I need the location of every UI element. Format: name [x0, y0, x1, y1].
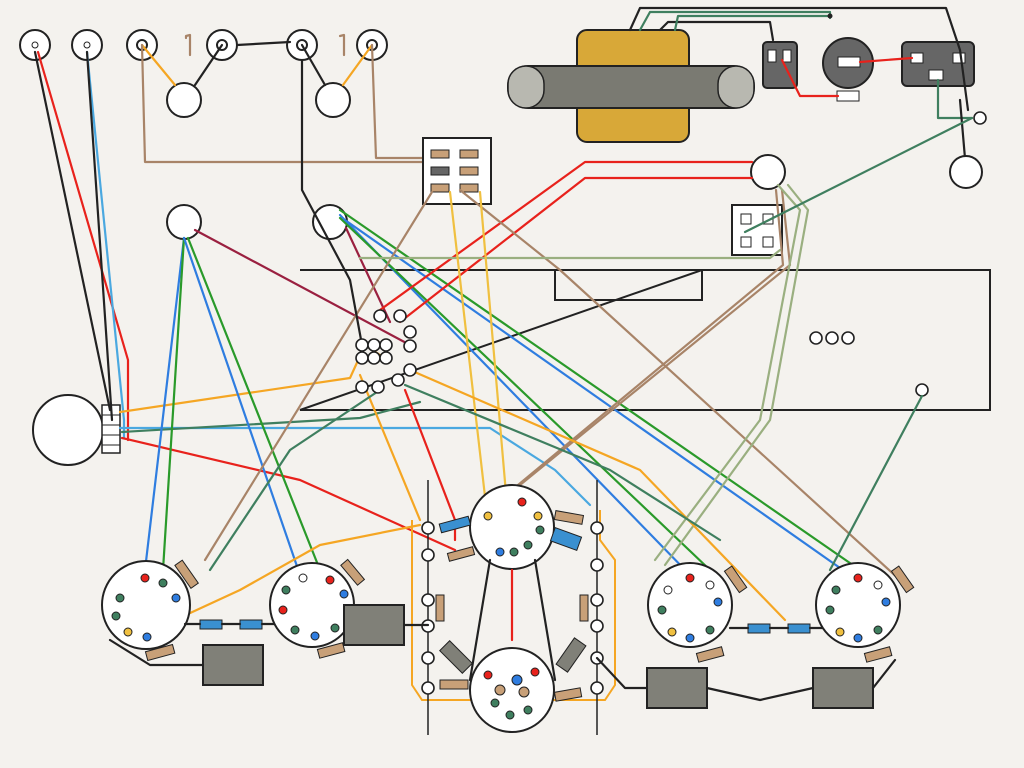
tube-socket-2 — [269, 558, 366, 659]
pot-wires — [140, 33, 432, 164]
panel-connector-holes — [355, 309, 417, 394]
chassis-panel — [299, 269, 991, 411]
mains-wires — [628, 6, 987, 172]
power-transformer-icon — [507, 29, 755, 143]
filter-capacitors — [108, 604, 897, 709]
panel-holes — [809, 331, 929, 397]
center-tube-socket-top — [438, 484, 585, 570]
input-jacks — [19, 29, 388, 61]
chassis-panel-notch — [554, 270, 703, 301]
output-transformer-icon — [32, 394, 121, 466]
tube-socket-4 — [815, 562, 915, 663]
speaker-jack-icon — [949, 155, 983, 189]
signal-wires — [33, 50, 974, 622]
fuse-icon — [762, 41, 798, 89]
center-board-resistors — [435, 558, 589, 682]
center-tube-socket-bottom — [439, 637, 587, 733]
switch-icon — [822, 37, 874, 102]
standby-switch — [731, 204, 783, 256]
potentiometers — [166, 82, 786, 240]
tube-socket-3 — [647, 562, 832, 663]
tube-socket-1 — [101, 559, 287, 662]
